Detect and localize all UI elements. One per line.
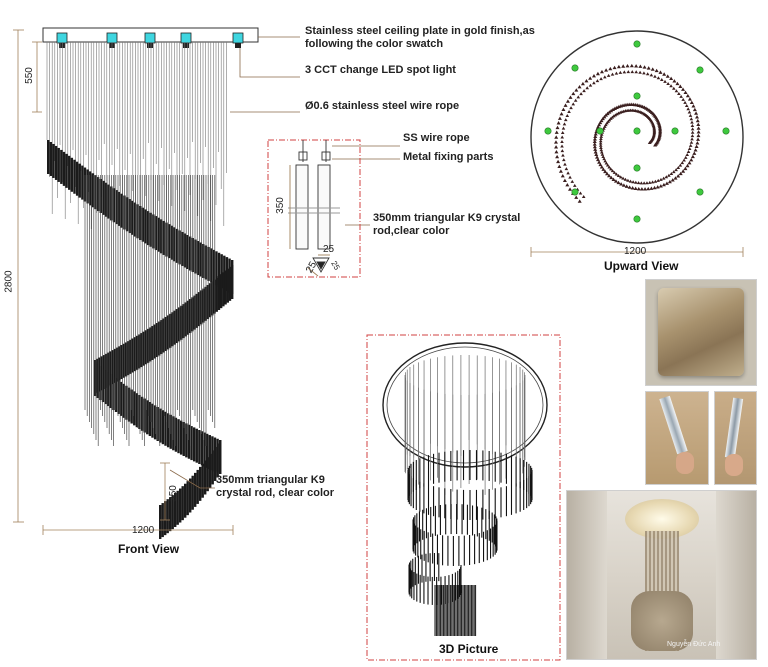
installation-interior-photo: Nguyễn Đức Anh — [566, 490, 757, 660]
ceiling-plate-label: Stainless steel ceiling plate in gold fi… — [305, 25, 535, 50]
upward-led-dots — [544, 40, 730, 223]
gold-color-swatch-photo — [645, 279, 757, 386]
detail-frame — [267, 139, 361, 278]
picture3d-title: 3D Picture — [439, 642, 499, 656]
picture3d-rods — [404, 355, 533, 636]
leader-lines — [169, 36, 400, 489]
detail-rod-drawing — [288, 140, 340, 277]
detail-fixing-label: Metal fixing parts — [403, 151, 494, 163]
upward-view-title: Upward View — [604, 259, 679, 273]
front-rod-len-dim: 350 — [167, 485, 179, 502]
front-rod-label: 350mm triangular K9 crystal rod, clear c… — [216, 474, 334, 499]
led-spot-lights — [56, 32, 244, 48]
total-height-dim: 2800 — [3, 270, 15, 293]
dimension-lines — [13, 29, 234, 535]
detail-w1-dim: 25 — [323, 244, 335, 255]
crystal-rod-sample-photo-1 — [645, 391, 709, 485]
top-height-dim: 550 — [23, 67, 35, 84]
front-view-title: Front View — [118, 542, 180, 556]
picture3d-canopy — [382, 342, 548, 468]
detail-rod-label: 350mm triangular K9 crystal rod,clear co… — [373, 212, 521, 237]
led-label: 3 CCT change LED spot light — [305, 64, 456, 76]
crystal-spiral — [47, 140, 234, 539]
gold-swatch-plate — [658, 288, 744, 376]
crystal-rod-sample-photo-2 — [714, 391, 757, 485]
watermark-text: Nguyễn Đức Anh — [667, 641, 721, 648]
upward-spiral — [553, 63, 701, 203]
front-width-dim: 1200 — [132, 525, 155, 536]
picture3d-frame — [366, 334, 561, 661]
upward-width-dim: 1200 — [624, 246, 647, 257]
detail-wire-label: SS wire rope — [403, 132, 470, 144]
wire-rope-label: Ø0.6 stainless steel wire rope — [305, 100, 460, 112]
detail-len-dim: 350 — [274, 197, 286, 214]
